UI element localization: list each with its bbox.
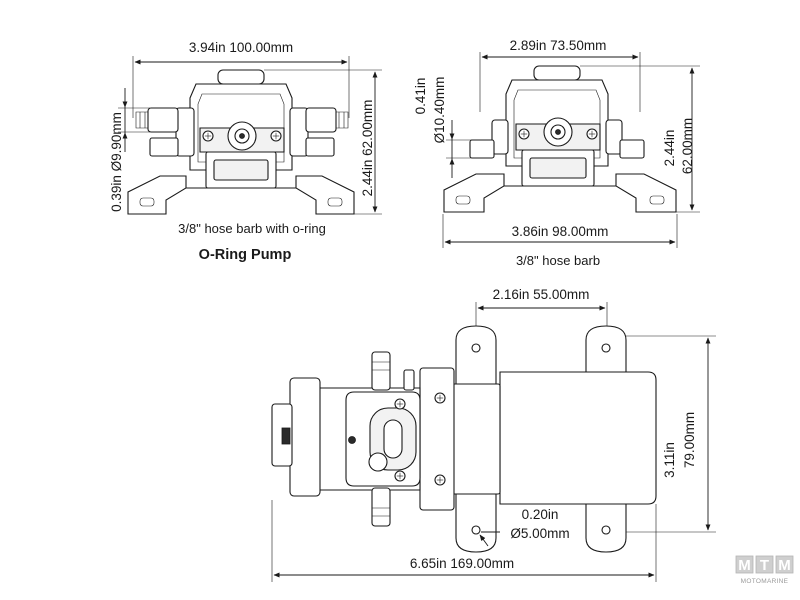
right-front-view: 2.89in 73.50mm [413, 38, 700, 268]
left-pump-drawing [127, 69, 355, 215]
motor-body [499, 371, 657, 505]
right-pump-drawing [443, 65, 677, 213]
o-ring-pump-title: O-Ring Pump [199, 247, 292, 263]
logo-letter-1: M [738, 557, 751, 574]
top-spacing-label: 2.16in 55.00mm [493, 287, 590, 302]
left-height-label: 2.44in 62.00mm [360, 100, 375, 197]
logo-subtitle: MOTOMARINE [741, 578, 789, 585]
left-caption: 3/8" hose barb with o-ring [178, 221, 326, 236]
logo-letter-3: M [778, 557, 791, 574]
right-bottom-width-label: 3.86in 98.00mm [512, 224, 609, 239]
right-top-width-label: 2.89in 73.50mm [510, 38, 607, 53]
hole-mm-label: Ø5.00mm [510, 526, 569, 541]
left-front-view: 3.94in 100.00mm [109, 40, 382, 263]
left-barb-diameter-label: 0.39in Ø9.90mm [109, 112, 124, 212]
top-depth-in-label: 3.11in [662, 442, 677, 478]
right-height-in-label: 2.44in [662, 130, 677, 167]
right-barb-diameter-label: Ø10.40mm [432, 77, 447, 144]
left-width-label: 3.94in 100.00mm [189, 40, 293, 55]
hole-in-label: 0.20in [522, 507, 559, 522]
top-depth-mm-label: 79.00mm [682, 412, 697, 468]
right-caption: 3/8" hose barb [516, 253, 600, 268]
mtm-logo: M T M MOTOMARINE [735, 555, 794, 585]
top-length-label: 6.65in 169.00mm [410, 556, 514, 571]
logo-letter-2: T [760, 557, 769, 574]
right-height-mm-label: 62.00mm [680, 118, 695, 174]
right-barb-diameter-in-label: 0.41in [413, 78, 428, 115]
top-view: 2.16in 55.00mm [271, 287, 716, 582]
